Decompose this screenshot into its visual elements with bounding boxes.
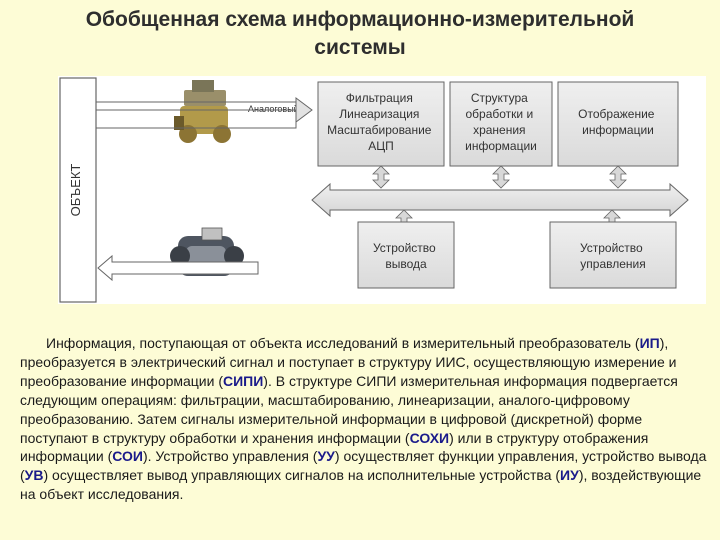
control-line-2: управления — [580, 257, 645, 271]
abbreviation: УВ — [24, 467, 44, 484]
svg-text:Структура обработки и: Структура обработки и хранения информаци… — [465, 91, 537, 153]
abbreviation: СОХИ — [409, 429, 450, 446]
analog-signal-label: Аналоговый — [248, 104, 299, 114]
abbreviation: СИПИ — [222, 372, 264, 389]
abbreviation: УУ — [317, 448, 335, 465]
paragraph-text: ), преобразуется в электрический сигнал … — [20, 335, 677, 389]
abbreviation: ИУ — [560, 467, 579, 484]
filter-block: Фильтрация Линеаризация Масштабирование … — [317, 81, 445, 167]
filter-line-2: Линеаризация — [339, 107, 419, 121]
paragraph-text: ) осуществляет функции управления, устро… — [20, 448, 707, 484]
abbreviation: ИП — [639, 335, 660, 351]
svg-text:Фильтрация Линеаризация: Фильтрация Линеаризация Масштабирование … — [327, 91, 435, 153]
processing-line-3: хранения — [473, 123, 525, 137]
svg-text:Устройство управления: Устройство управления — [580, 241, 646, 271]
paragraph-text: ). В структуре СИПИ измерительная информ… — [20, 372, 678, 446]
filter-line-1: Фильтрация — [346, 91, 413, 105]
feedback-arrow — [97, 254, 259, 282]
paragraph-text: ). Устройство управления ( — [142, 448, 318, 465]
data-bus — [311, 182, 689, 218]
paragraph-text: ), воздействующие на объект исследования… — [20, 467, 702, 503]
display-block: Отображение информации — [557, 81, 679, 167]
analog-signal-arrow: Аналоговый — [95, 97, 313, 129]
control-device-block: Устройство управления — [549, 221, 677, 289]
analog-transducer-image — [174, 80, 231, 143]
title-line-2: системы — [314, 36, 406, 59]
output-line-2: вывода — [385, 257, 427, 271]
system-diagram: ОБЪЕКТ Аналоговый Фильтрация Линеаризаци… — [58, 76, 706, 304]
title-line-1: Обобщенная схема информационно-измерител… — [85, 8, 635, 31]
object-block: ОБЪЕКТ — [59, 77, 97, 303]
object-label: ОБЪЕКТ — [68, 164, 83, 217]
display-line-1: Отображение — [578, 107, 655, 121]
filter-line-3: Масштабирование — [327, 123, 432, 137]
processing-line-4: информации — [465, 139, 537, 153]
description-paragraph: Информация, поступающая от объекта иссле… — [20, 334, 710, 504]
control-line-1: Устройство — [580, 241, 643, 255]
svg-text:Устройство вывода: Устройство вывода — [373, 241, 439, 271]
display-line-2: информации — [582, 123, 654, 137]
filter-line-4: АЦП — [368, 139, 394, 153]
processing-block: Структура обработки и хранения информаци… — [449, 81, 553, 167]
processing-line-2: обработки и — [465, 107, 533, 121]
output-device-block: Устройство вывода — [357, 221, 455, 289]
output-line-1: Устройство — [373, 241, 436, 255]
paragraph-text: ) осуществляет вывод управляющих сигнало… — [43, 467, 561, 484]
slide-title: Обобщенная схема информационно-измерител… — [0, 6, 720, 62]
connector-arrows-top — [372, 165, 627, 189]
paragraph-text: ) или в структуру отображения информации… — [20, 429, 649, 465]
svg-text:Отображение информации: Отображение информации — [578, 107, 658, 137]
abbreviation: СОИ — [112, 448, 143, 465]
paragraph-text: Информация, поступающая от объекта иссле… — [46, 335, 640, 351]
processing-line-1: Структура — [471, 91, 528, 105]
